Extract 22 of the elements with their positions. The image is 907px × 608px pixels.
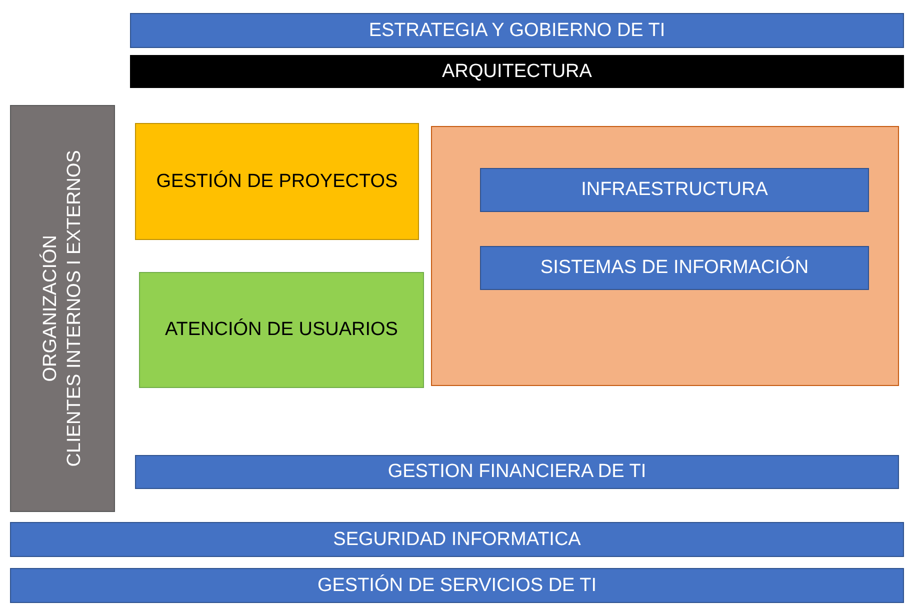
box-label: SISTEMAS DE INFORMACIÓN [540,256,809,280]
box-label: ESTRATEGIA Y GOBIERNO DE TI [368,18,666,42]
box-label: ORGANIZACIÓN [38,235,62,382]
box-label: ARQUITECTURA [442,60,592,84]
box-label: ATENCIÓN DE USUARIOS [165,318,398,342]
banner-bar [135,455,899,489]
box-label: CLIENTES INTERNOS I EXTERNOS [62,150,86,467]
banner-bar [10,522,904,557]
banner-bar [130,55,904,88]
group-panel [431,126,899,386]
banner-bar [10,568,904,603]
process-box [480,246,869,290]
box-label: SEGURIDAD INFORMATICA [333,528,581,552]
box-label: INFRAESTRUCTURA [581,178,768,202]
side-panel [10,105,115,512]
box-label: GESTIÓN DE SERVICIOS DE TI [317,574,597,598]
process-box [135,123,419,240]
process-box [480,168,869,212]
box-label: GESTION FINANCIERA DE TI [388,460,646,484]
banner-bar [130,13,904,48]
process-box [139,272,424,388]
box-label: GESTIÓN DE PROYECTOS [156,170,398,194]
